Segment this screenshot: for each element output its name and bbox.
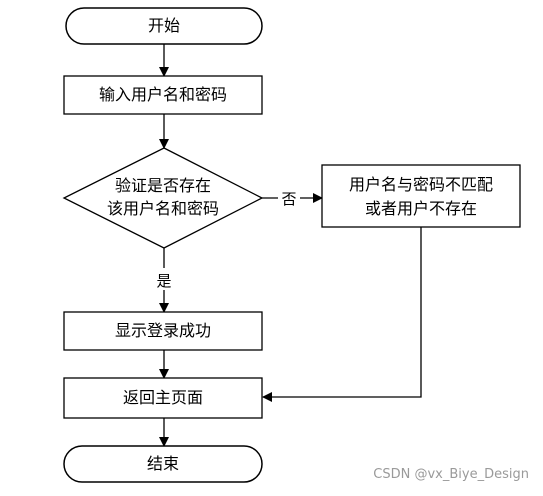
input-credentials-label: 输入用户名和密码 bbox=[99, 85, 227, 104]
arrow-mismatch-to-return bbox=[263, 227, 421, 397]
end-label: 结束 bbox=[147, 454, 179, 473]
mismatch-line-2: 或者用户不存在 bbox=[365, 199, 477, 218]
no-label: 否 bbox=[281, 190, 296, 208]
login-success-label: 显示登录成功 bbox=[115, 321, 211, 340]
start-label: 开始 bbox=[148, 16, 180, 35]
decision-line-2: 该用户名和密码 bbox=[107, 199, 219, 218]
return-homepage-label: 返回主页面 bbox=[123, 388, 203, 407]
decision-line-1: 验证是否存在 bbox=[115, 176, 211, 195]
yes-label: 是 bbox=[156, 272, 171, 290]
verify-decision-diamond bbox=[64, 148, 262, 248]
mismatch-line-1: 用户名与密码不匹配 bbox=[349, 175, 493, 194]
csdn-watermark: CSDN @vx_Biye_Design bbox=[373, 467, 529, 482]
